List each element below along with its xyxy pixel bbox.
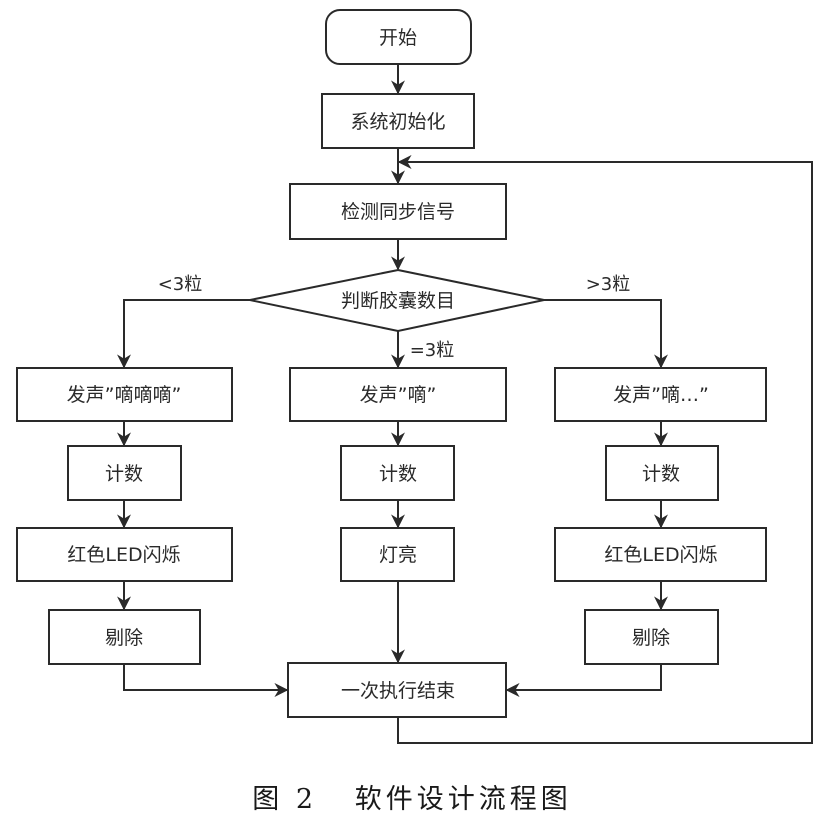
node-beep-less-label: 发声”嘀嘀嘀”: [67, 384, 182, 406]
edge-label-less: <3粒: [158, 274, 203, 295]
node-beep-more: 发声”嘀…”: [554, 367, 767, 422]
edge-label-more: >3粒: [586, 274, 631, 295]
node-count-equal-label: 计数: [379, 463, 417, 485]
node-count-less: 计数: [67, 445, 182, 501]
node-led-less: 红色LED闪烁: [16, 527, 233, 582]
node-count-more: 计数: [605, 445, 719, 501]
edge-label-equal: =3粒: [410, 340, 455, 361]
edge-decision-more: [544, 299, 668, 369]
node-detect-label: 检测同步信号: [341, 201, 455, 223]
node-count-more-label: 计数: [642, 463, 680, 485]
edge-decision-less: [117, 299, 250, 369]
node-count-equal: 计数: [340, 445, 455, 501]
node-reject-more: 剔除: [584, 609, 719, 665]
node-beep-less: 发声”嘀嘀嘀”: [16, 367, 233, 422]
node-end: 一次执行结束: [287, 662, 507, 718]
node-reject-more-label: 剔除: [632, 627, 670, 649]
node-init-label: 系统初始化: [350, 111, 445, 133]
edge-reject-end-less: [123, 664, 289, 697]
node-beep-equal-label: 发声”嘀”: [360, 384, 437, 406]
node-start-label: 开始: [379, 27, 417, 49]
node-reject-less: 剔除: [48, 609, 201, 665]
node-beep-equal: 发声”嘀”: [289, 367, 507, 422]
node-init: 系统初始化: [321, 93, 475, 149]
node-led-more-label: 红色LED闪烁: [604, 544, 717, 566]
edge-loop-back: [397, 155, 813, 744]
edge-reject-end-more: [505, 664, 662, 697]
node-detect: 检测同步信号: [289, 183, 507, 240]
node-start: 开始: [325, 9, 472, 65]
node-count-less-label: 计数: [105, 463, 143, 485]
node-light-equal: 灯亮: [340, 527, 455, 582]
node-decision-label: 判断胶囊数目: [341, 290, 455, 312]
figure-caption: 图 2 软件设计流程图: [252, 784, 572, 815]
node-end-label: 一次执行结束: [341, 680, 455, 702]
node-reject-less-label: 剔除: [105, 627, 143, 649]
edges: [117, 64, 813, 744]
node-led-less-label: 红色LED闪烁: [67, 544, 180, 566]
node-light-equal-label: 灯亮: [379, 544, 417, 566]
node-beep-more-label: 发声”嘀…”: [613, 384, 709, 406]
node-led-more: 红色LED闪烁: [554, 527, 767, 582]
node-decision: 判断胶囊数目: [249, 268, 545, 333]
